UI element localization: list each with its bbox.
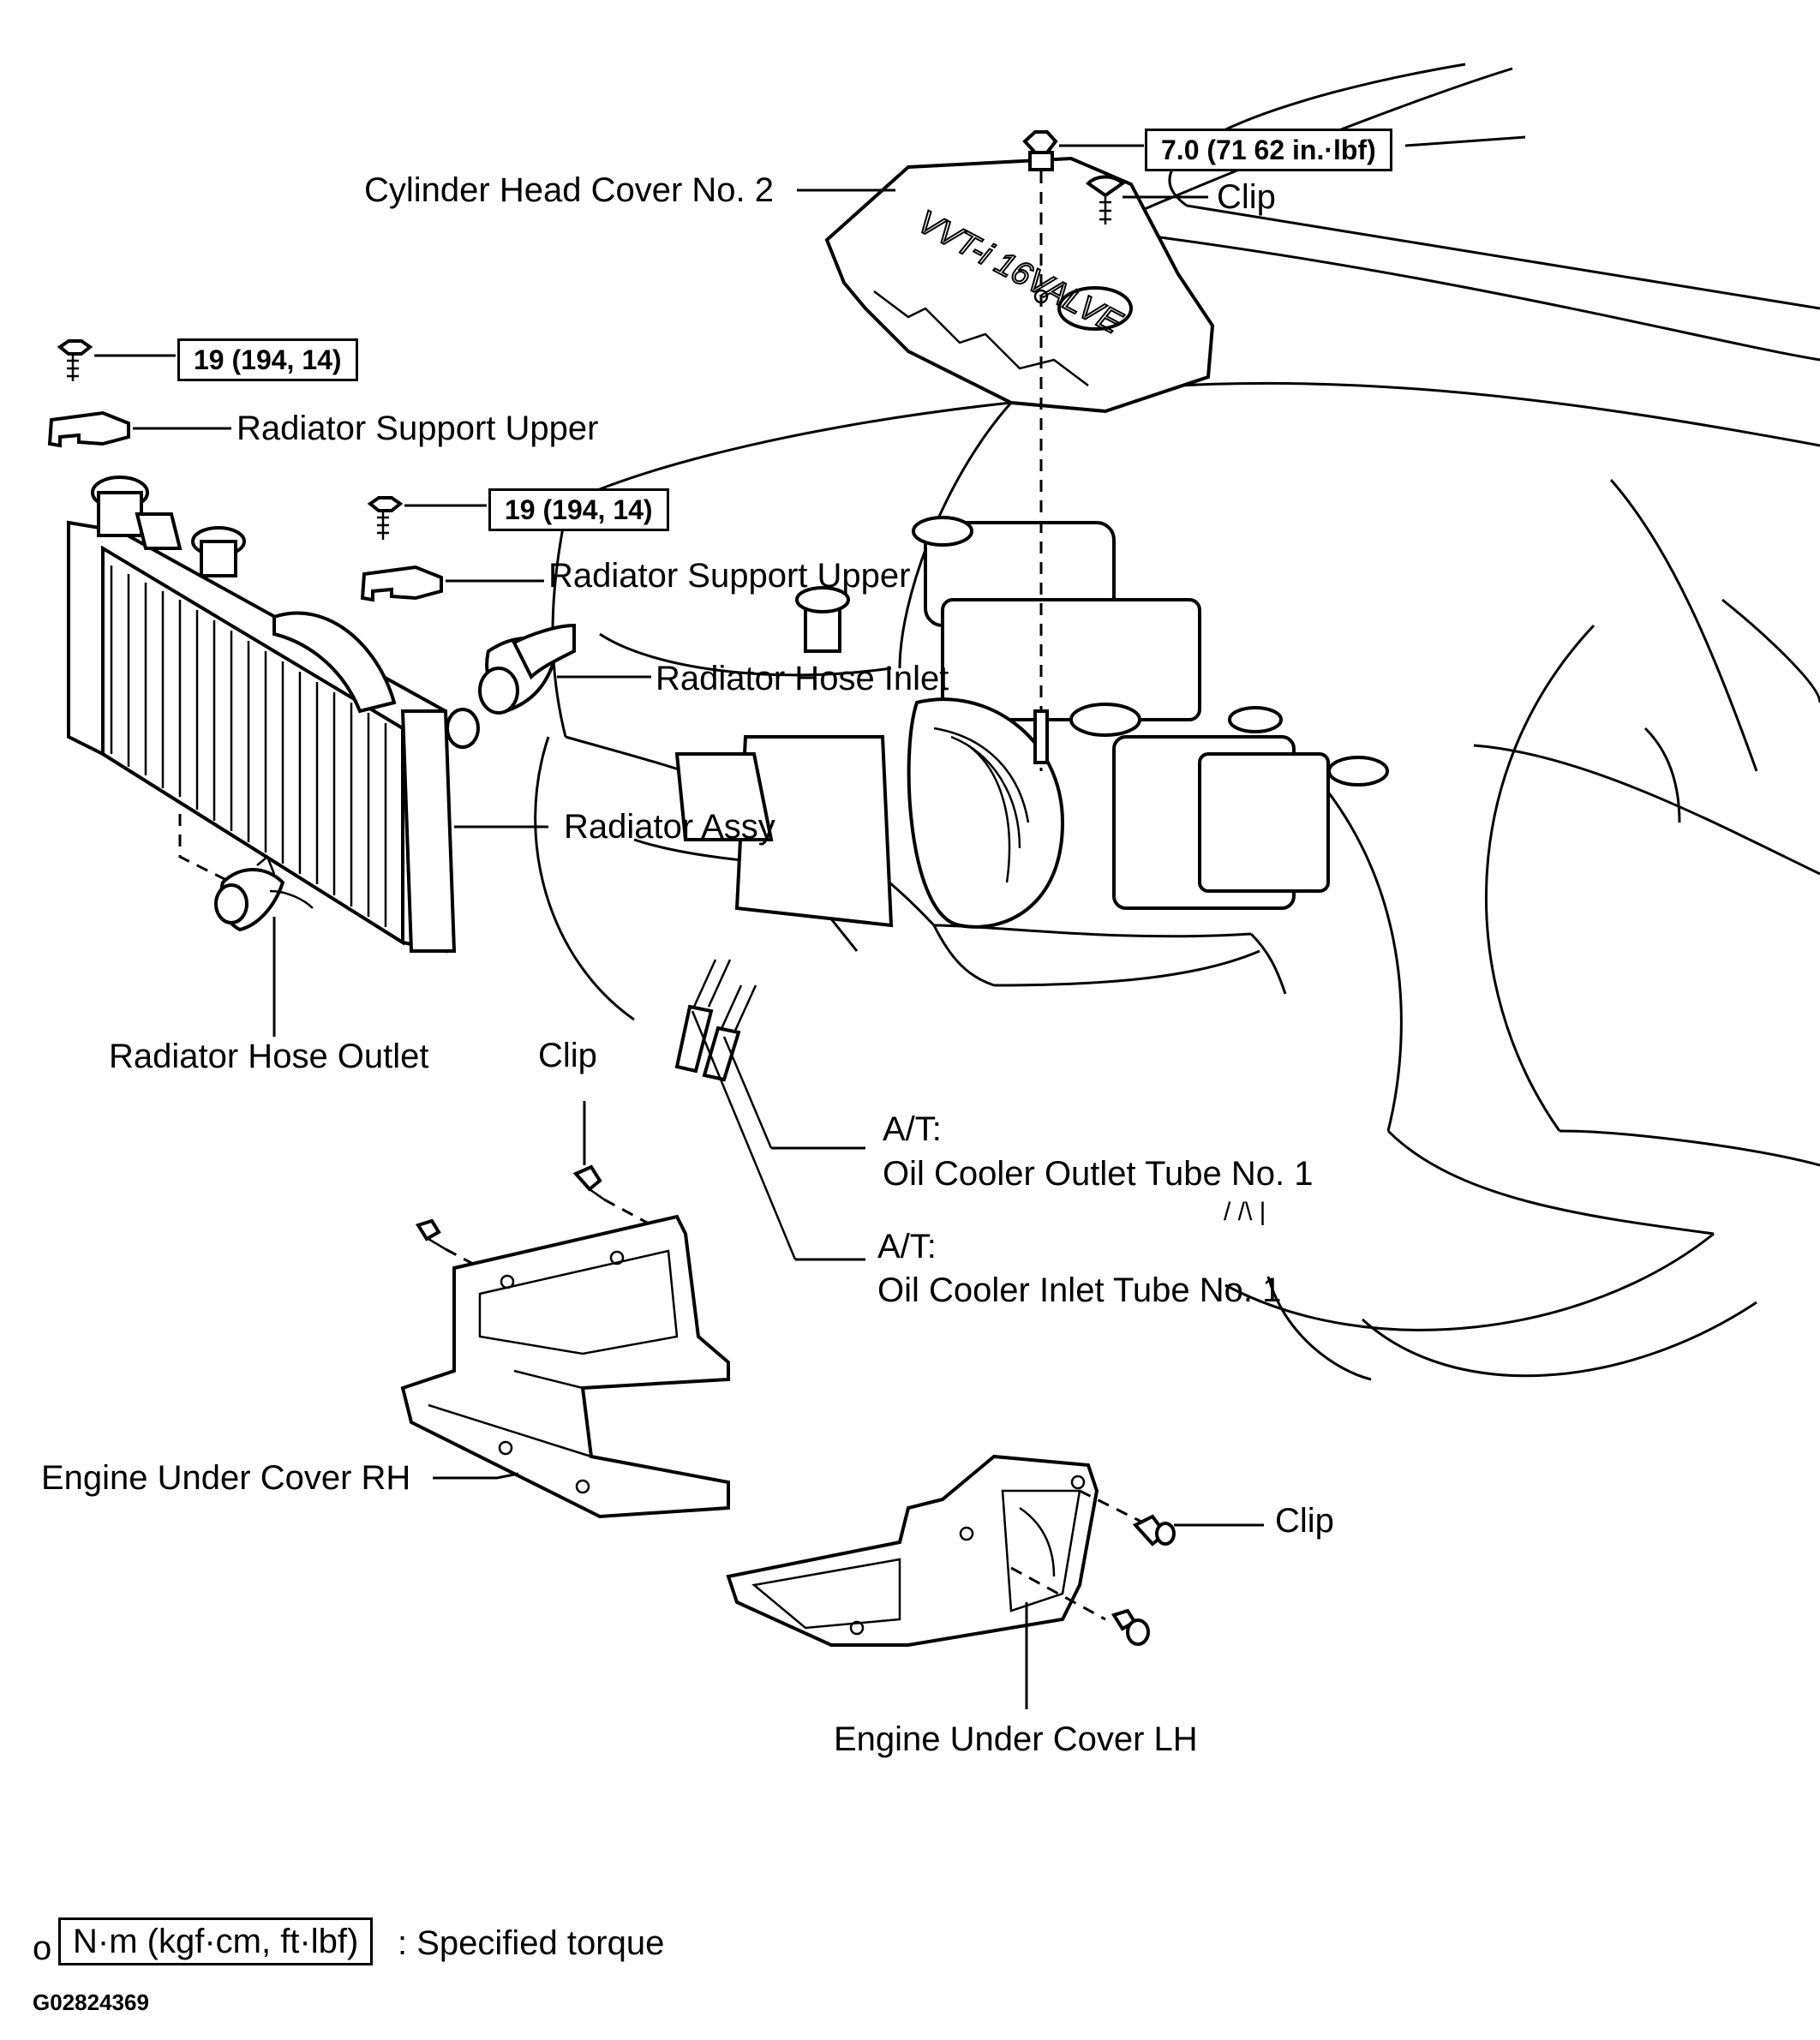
clip-icon: [1132, 1514, 1176, 1546]
bolt-icon: [367, 496, 404, 540]
label-at-outlet: A/T:: [883, 1110, 942, 1148]
oil-cooler-tubes: [674, 959, 797, 1260]
support-bracket-2: [360, 565, 443, 602]
radiator-hose-outlet: [214, 854, 314, 932]
bolt-icon: [57, 339, 93, 381]
clip-icon: [1085, 175, 1126, 224]
torque-box-cylinder-cover: 7.0 (71 62 in.·lbf): [1145, 129, 1392, 171]
label-engine-under-cover-rh: Engine Under Cover RH: [41, 1459, 411, 1497]
engine-under-cover-rh: [400, 1214, 730, 1519]
label-radiator-support-upper-1: Radiator Support Upper: [236, 410, 599, 447]
torque-box-support-1: 19 (194, 14): [177, 338, 358, 381]
label-clip-top: Clip: [1217, 178, 1276, 216]
stray-marks: / /\ |: [1224, 1198, 1266, 1226]
label-radiator-hose-outlet: Radiator Hose Outlet: [109, 1038, 429, 1075]
leader-lines: [94, 135, 1526, 1709]
engine-under-cover-lh: [726, 1454, 1099, 1647]
legend-prefix: o: [33, 1929, 52, 1967]
radiator-hose-inlet: [478, 623, 576, 715]
label-engine-under-cover-lh: Engine Under Cover LH: [834, 1720, 1198, 1758]
support-bracket-1: [47, 410, 130, 448]
legend-torque-box: N·m (kgf·cm, ft·lbf): [58, 1917, 374, 1965]
label-radiator-support-upper-2: Radiator Support Upper: [548, 557, 911, 595]
cover-nut: [1022, 130, 1058, 171]
label-clip-right: Clip: [1275, 1502, 1334, 1540]
label-at-inlet: A/T:: [877, 1228, 937, 1265]
clip-icon: [572, 1164, 605, 1201]
label-radiator-hose-inlet: Radiator Hose Inlet: [656, 660, 949, 697]
engine-components: [674, 516, 1389, 929]
label-cylinder-head-cover: Cylinder Head Cover No. 2: [364, 171, 774, 209]
legend-text: : Specified torque: [398, 1924, 665, 1962]
bolt-icon: [415, 1218, 446, 1251]
label-clip-mid: Clip: [538, 1037, 597, 1074]
radiator-assy: [67, 476, 480, 954]
cylinder-head-cover: VVT-i 16VALVE: [824, 156, 1215, 414]
label-oil-cooler-inlet: Oil Cooler Inlet Tube No. 1: [877, 1271, 1282, 1309]
label-radiator-assy: Radiator Assy: [564, 808, 775, 846]
bolt-icon: [1111, 1608, 1150, 1646]
torque-box-support-2: 19 (194, 14): [488, 488, 669, 531]
label-oil-cooler-outlet: Oil Cooler Outlet Tube No. 1: [883, 1155, 1314, 1193]
figure-id: G02824369: [33, 1989, 149, 2015]
